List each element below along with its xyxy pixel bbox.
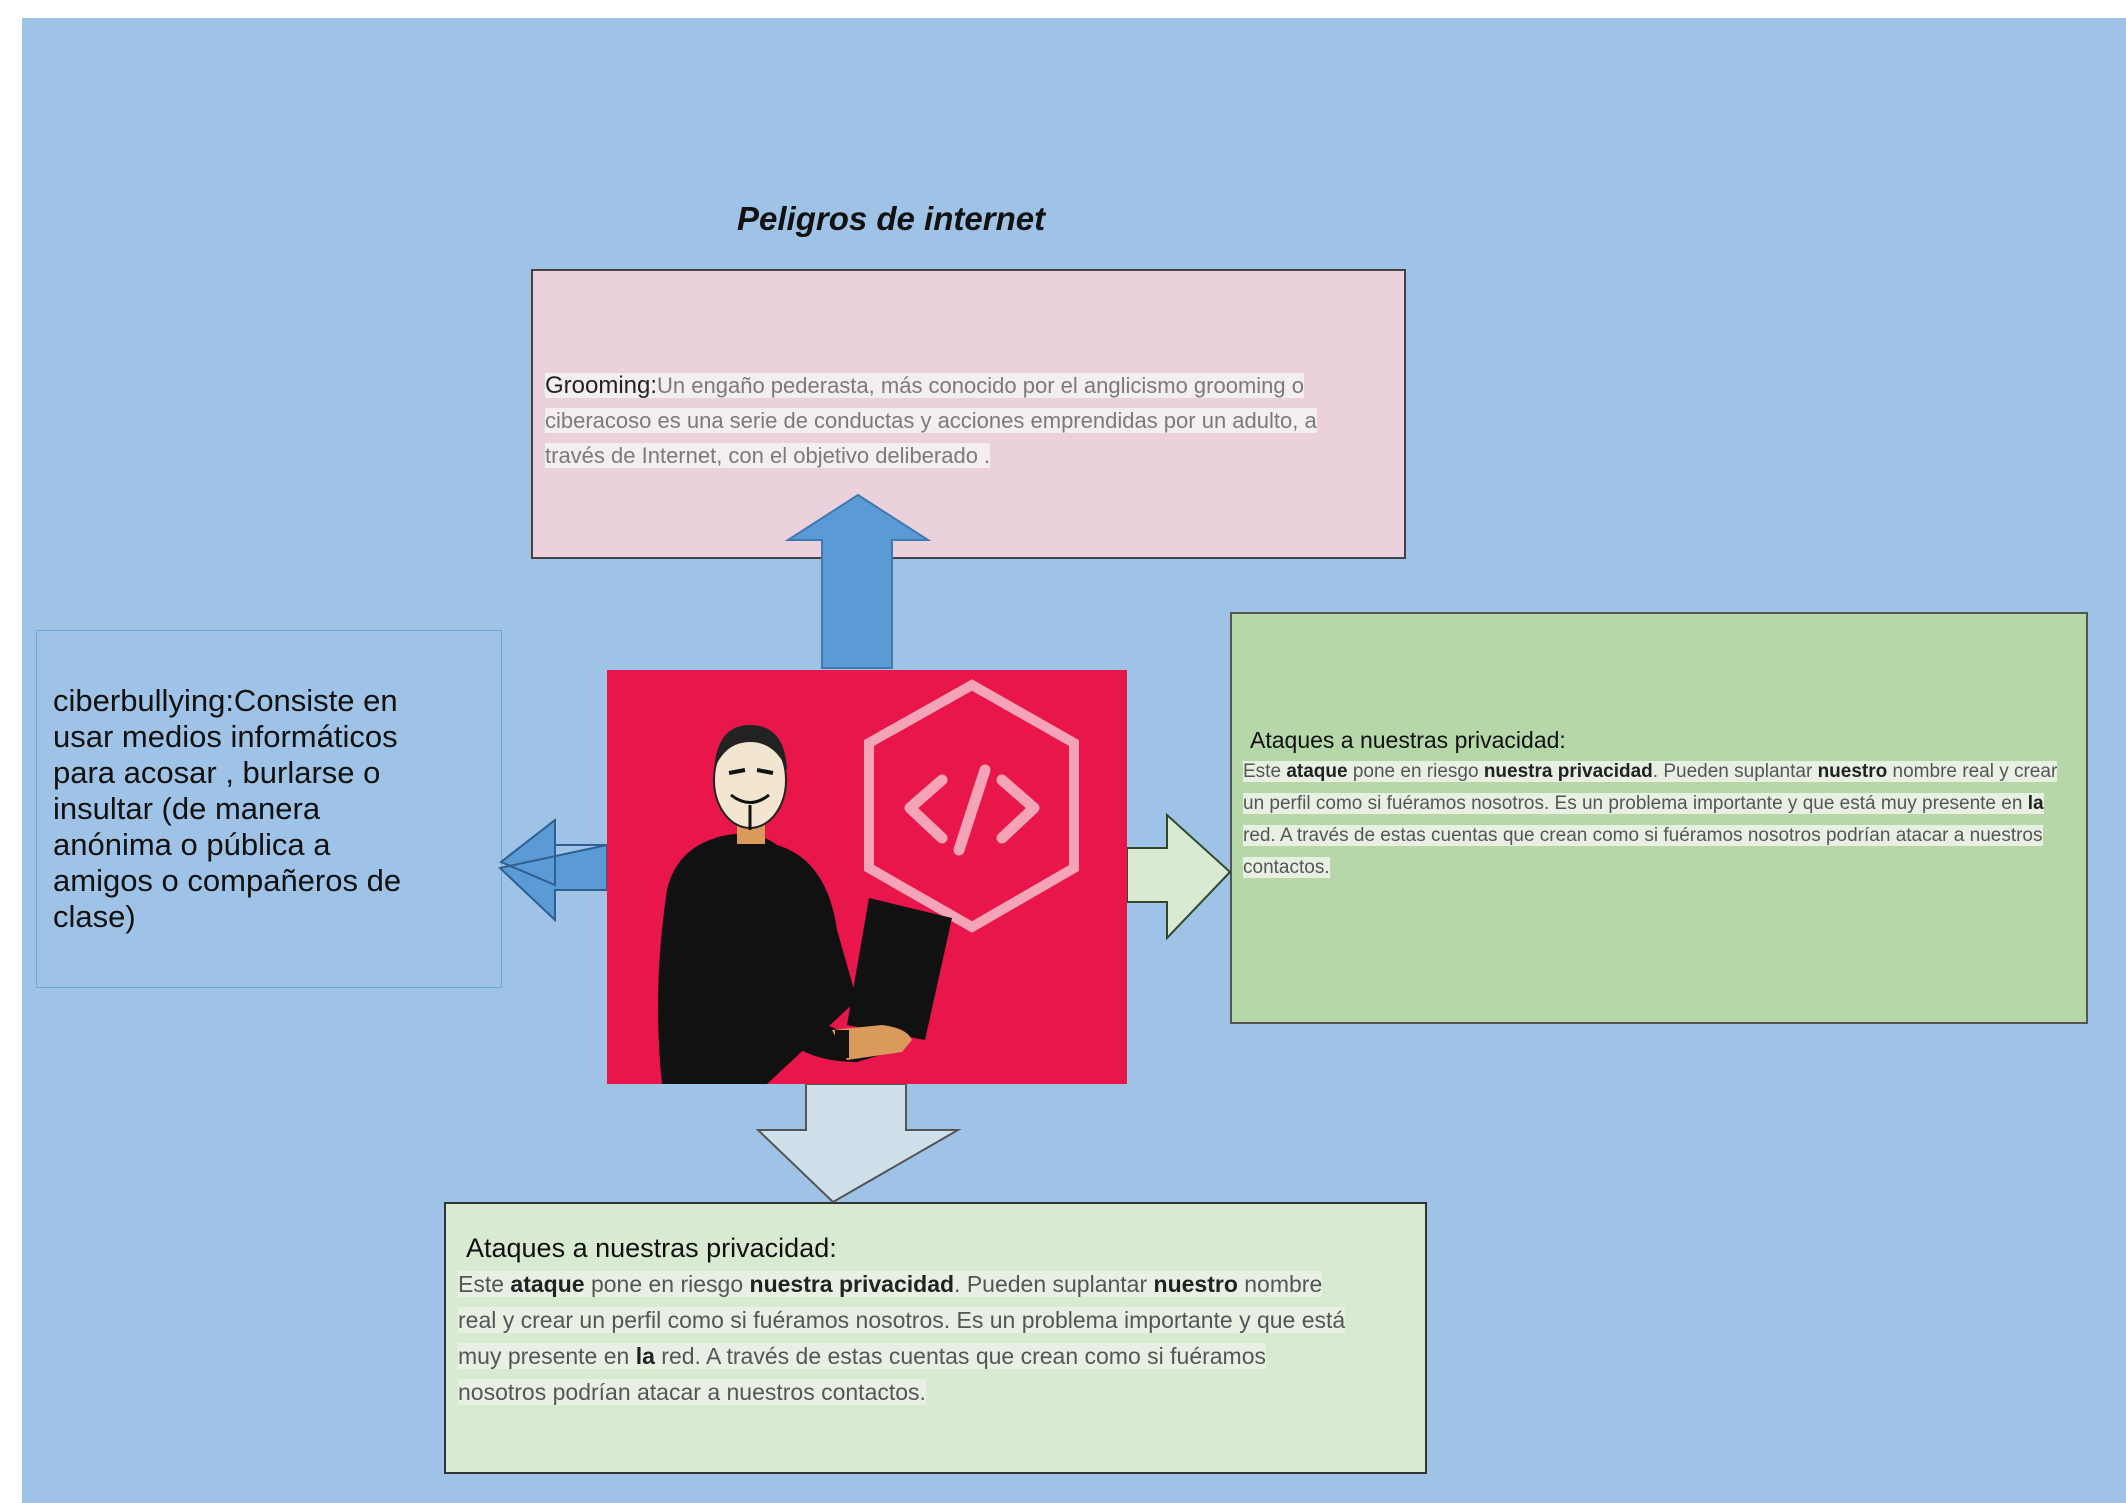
laptop bbox=[847, 898, 952, 1040]
code-slash bbox=[953, 764, 991, 856]
hacker-illustration-icon bbox=[658, 679, 1079, 1084]
privacy-bottom-heading: Ataques a nuestras privacidad: bbox=[466, 1233, 837, 1263]
code-hexagon bbox=[864, 679, 1079, 933]
ciberbullying-text: ciberbullying:Consiste en usar medios in… bbox=[53, 683, 402, 934]
grooming-line-1: Grooming:Un engaño pederasta, más conoci… bbox=[545, 372, 1304, 399]
hacker-image bbox=[607, 670, 1127, 1084]
privacy-bottom-body: Este ataque pone en riesgo nuestra priva… bbox=[458, 1271, 1346, 1405]
grooming-label: Grooming: bbox=[545, 372, 658, 399]
privacy-right-body: Este ataque pone en riesgo nuestra priva… bbox=[1243, 761, 2058, 878]
ciberbullying-box bbox=[36, 630, 502, 988]
privacy-right-heading: Ataques a nuestras privacidad: bbox=[1250, 727, 1566, 753]
person-hand bbox=[832, 1025, 912, 1060]
grooming-line-2: ciberacoso es una serie de conductas y a… bbox=[545, 408, 1317, 433]
grooming-text: Grooming:Un engaño pederasta, más conoci… bbox=[545, 368, 1360, 473]
code-left-bracket bbox=[904, 774, 948, 844]
privacy-box-bottom bbox=[444, 1202, 1427, 1474]
privacy-box-right bbox=[1230, 612, 2088, 1024]
grooming-line-3: través de Internet, con el objetivo deli… bbox=[545, 443, 991, 468]
code-right-bracket bbox=[996, 774, 1040, 844]
diagram-title: Peligros de internet bbox=[737, 200, 1046, 237]
